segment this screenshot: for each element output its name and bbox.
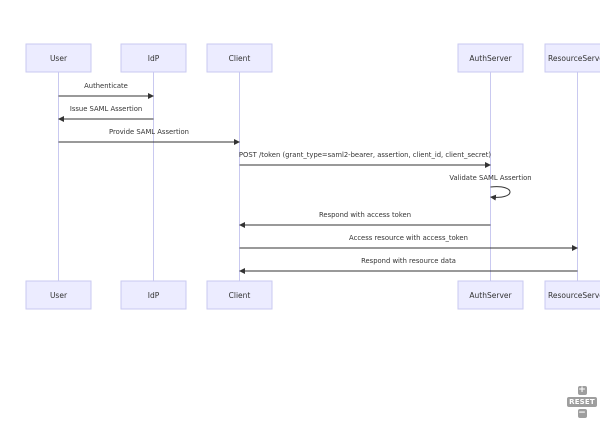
message-label: Issue SAML Assertion xyxy=(70,105,142,113)
reset-button[interactable]: RESET xyxy=(567,397,597,407)
actor-resourceserver-bottom: ResourceServer xyxy=(544,280,600,310)
actor-box xyxy=(120,280,187,310)
message-1: Authenticate xyxy=(58,82,154,99)
message-2: Issue SAML Assertion xyxy=(58,105,154,122)
message-8: Respond with resource data xyxy=(239,257,578,274)
minus-icon: − xyxy=(578,408,586,418)
actor-box xyxy=(457,43,524,73)
actor-box xyxy=(206,280,273,310)
actor-label: Client xyxy=(229,54,251,63)
plus-icon: + xyxy=(578,385,586,395)
message-3: Provide SAML Assertion xyxy=(58,128,240,145)
actor-box xyxy=(544,43,600,73)
actor-idp-bottom: IdP xyxy=(120,280,187,310)
message-label: Authenticate xyxy=(84,82,128,90)
message-label: Respond with access token xyxy=(319,211,411,219)
actor-label: User xyxy=(50,54,68,63)
zoom-controls: + RESET − xyxy=(567,385,597,418)
actor-user-bottom: User xyxy=(25,280,92,310)
message-label: Provide SAML Assertion xyxy=(109,128,189,136)
zoom-out-button[interactable]: − xyxy=(577,408,587,418)
actor-authserver-bottom: AuthServer xyxy=(457,280,524,310)
message-5: Validate SAML Assertion xyxy=(449,174,532,201)
actor-box xyxy=(120,43,187,73)
actor-box xyxy=(457,280,524,310)
message-4: POST /token (grant_type=saml2-bearer, as… xyxy=(239,151,491,168)
message-label: Access resource with access_token xyxy=(349,234,468,242)
self-message-arrow xyxy=(490,186,511,201)
actor-box xyxy=(25,43,92,73)
message-7: Access resource with access_token xyxy=(239,234,578,251)
actor-label: User xyxy=(50,291,68,300)
actor-idp-top: IdP xyxy=(120,43,187,73)
zoom-in-button[interactable]: + xyxy=(577,385,587,395)
actor-label: AuthServer xyxy=(469,54,512,63)
actor-label: ResourceServer xyxy=(548,54,600,63)
actor-user-top: User xyxy=(25,43,92,73)
message-6: Respond with access token xyxy=(239,211,491,228)
message-label: POST /token (grant_type=saml2-bearer, as… xyxy=(239,151,491,159)
actor-label: IdP xyxy=(148,54,160,63)
actor-label: Client xyxy=(229,291,251,300)
actor-label: ResourceServer xyxy=(548,291,600,300)
actor-client-bottom: Client xyxy=(206,280,273,310)
actor-box xyxy=(544,280,600,310)
message-label: Validate SAML Assertion xyxy=(449,174,531,182)
actor-authserver-top: AuthServer xyxy=(457,43,524,73)
actor-box xyxy=(25,280,92,310)
actor-box xyxy=(206,43,273,73)
actor-client-top: Client xyxy=(206,43,273,73)
actor-label: IdP xyxy=(148,291,160,300)
message-label: Respond with resource data xyxy=(361,257,456,265)
actor-resourceserver-top: ResourceServer xyxy=(544,43,600,73)
actor-label: AuthServer xyxy=(469,291,512,300)
